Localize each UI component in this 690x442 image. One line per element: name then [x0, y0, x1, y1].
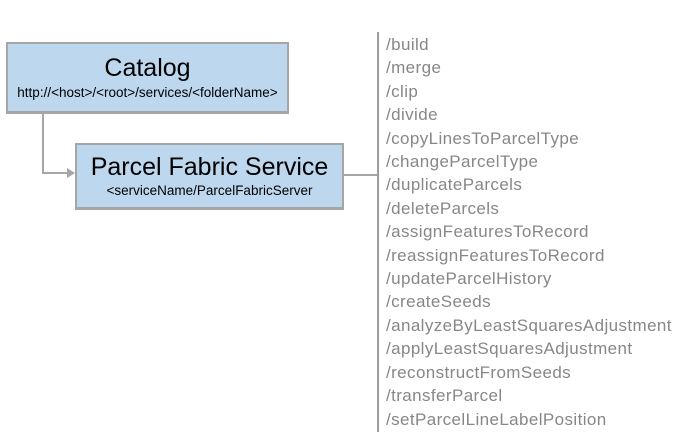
endpoint-item: /assignFeaturesToRecord — [386, 222, 589, 242]
endpoint-item: /reconstructFromSeeds — [386, 362, 572, 382]
arrowhead-right-icon — [67, 168, 75, 178]
endpoint-item: /updateParcelHistory — [386, 269, 552, 289]
endpoints-list: /build/merge/clip/divide/copyLinesToParc… — [386, 33, 672, 431]
endpoint-item: /divide — [386, 105, 438, 125]
parcel-fabric-service-subtitle: <serviceName/ParcelFabricServer — [106, 183, 313, 199]
endpoint-item: /transferParcel — [386, 386, 503, 406]
parcel-fabric-service-node: Parcel Fabric Service <serviceName/Parce… — [75, 143, 344, 210]
service-to-endpoints-connector — [343, 174, 378, 176]
endpoint-item: /setParcelLineLabelPosition — [386, 409, 607, 429]
catalog-node: Catalog http://<host>/<root>/services/<f… — [6, 42, 289, 114]
parcel-fabric-service-title: Parcel Fabric Service — [90, 152, 329, 181]
endpoint-item: /reassignFeaturesToRecord — [386, 245, 605, 265]
endpoints-rail-line — [377, 32, 379, 432]
endpoint-item: /build — [386, 35, 430, 54]
catalog-to-service-connector-vertical — [42, 112, 44, 174]
endpoint-item: /createSeeds — [386, 292, 491, 312]
endpoint-item: /duplicateParcels — [386, 175, 523, 195]
catalog-url: http://<host>/<root>/services/<folderNam… — [17, 84, 278, 100]
endpoint-item: /deleteParcels — [386, 198, 500, 218]
catalog-to-service-connector-horizontal — [42, 172, 69, 174]
catalog-title: Catalog — [104, 54, 191, 83]
endpoint-item: /changeParcelType — [386, 152, 539, 172]
endpoint-item: /applyLeastSquaresAdjustment — [386, 339, 633, 359]
endpoint-item: /merge — [386, 58, 442, 78]
endpoint-item: /analyzeByLeastSquaresAdjustment — [386, 315, 672, 335]
endpoint-item: /copyLinesToParcelType — [386, 128, 580, 148]
endpoint-item: /clip — [386, 81, 419, 101]
